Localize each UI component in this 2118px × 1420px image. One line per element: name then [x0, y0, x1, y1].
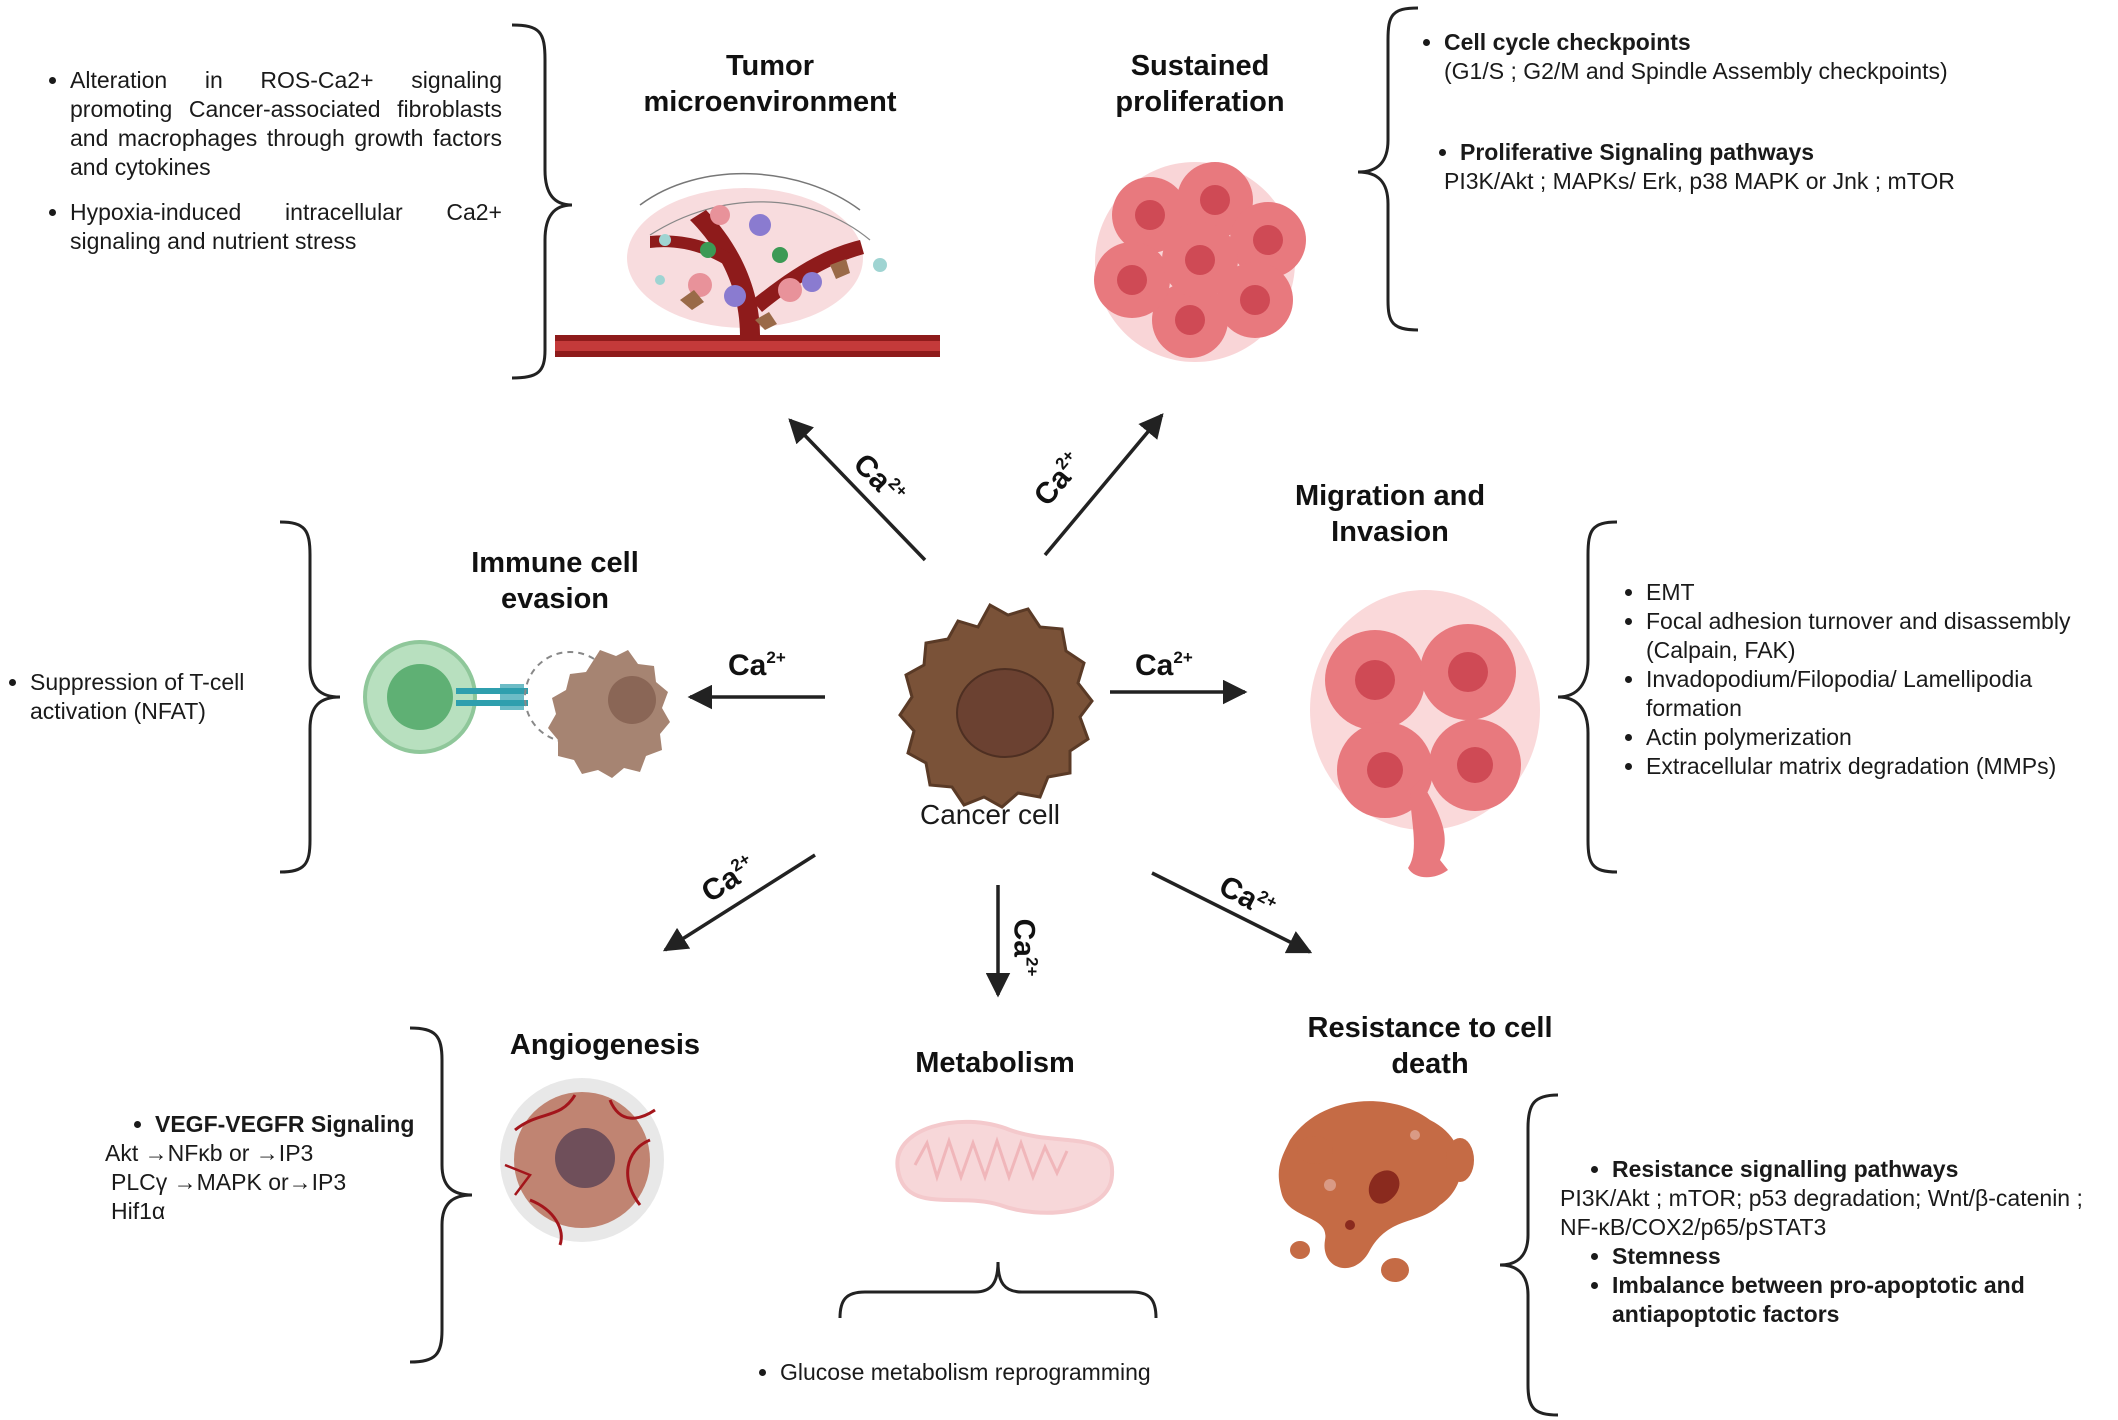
- metabolism-bullet: Glucose metabolism reprogramming: [780, 1358, 1272, 1387]
- migration-title: Migration and Invasion: [1294, 480, 1486, 548]
- resistance-bullet: Imbalance between pro-apoptotic and anti…: [1612, 1271, 2090, 1329]
- arrow-resistance: [1151, 871, 1313, 954]
- migration-bullets: EMT Focal adhesion turnover and disassem…: [1618, 578, 2118, 781]
- proliferating-cells-icon: [1094, 162, 1306, 362]
- arrow-angiogenesis: [662, 853, 816, 952]
- tumor-microenvironment-icon: [555, 173, 940, 357]
- migration-bullet: Extracellular matrix degradation (MMPs): [1646, 752, 2118, 781]
- t-cell-icon: [363, 640, 670, 778]
- angiogenesis-head: VEGF-VEGFR Signaling: [155, 1110, 445, 1139]
- angiogenesis-details: VEGF-VEGFR Signaling Akt →NFκb or →IP3 P…: [105, 1110, 445, 1226]
- dying-cell-icon: [1278, 1101, 1474, 1282]
- resistance-text: PI3K/Akt ; mTOR; p53 degradation; Wnt/β-…: [1560, 1185, 2083, 1240]
- proliferation-item: Cell cycle checkpoints: [1444, 28, 2110, 57]
- braces: [279, 6, 1618, 1417]
- brace-migration: [1557, 520, 1618, 874]
- proliferation-item-text: (G1/S ; G2/M and Spindle Assembly checkp…: [1444, 58, 1948, 84]
- invading-cells-icon: [1310, 590, 1540, 878]
- angiogenic-tumor-icon: [500, 1078, 664, 1246]
- proliferation-item: Proliferative Signaling pathways: [1460, 138, 2110, 167]
- ca-label-immune: Ca2+: [728, 648, 786, 682]
- immune-bullets: Suppression of T-cell activation (NFAT): [2, 668, 292, 726]
- ca-label-migration: Ca2+: [1135, 648, 1193, 682]
- migration-bullet: Actin polymerization: [1646, 723, 2118, 752]
- proliferation-item-text: PI3K/Akt ; MAPKs/ Erk, p38 MAPK or Jnk ;…: [1444, 168, 1955, 194]
- resistance-bullet: Stemness: [1612, 1242, 2090, 1271]
- proliferation-title: Sustained proliferation: [1115, 50, 1285, 118]
- cancer-cell-label: Cancer cell: [919, 799, 1061, 830]
- brace-metabolism: [838, 1261, 1158, 1319]
- metabolism-title: Metabolism: [915, 1047, 1075, 1079]
- arrow-proliferation: [1043, 413, 1164, 557]
- migration-bullet: EMT: [1646, 578, 2118, 607]
- angiogenesis-line: Akt →NFκb or →IP3: [105, 1140, 314, 1166]
- cancer-cell-icon: [898, 602, 1094, 809]
- brace-tumor: [511, 23, 573, 380]
- tumor-bullet: Alteration in ROS-Ca2+ signaling promoti…: [70, 66, 502, 182]
- immune-title: Immune cell evasion: [471, 547, 639, 615]
- brace-angiogenesis: [409, 1026, 473, 1364]
- brace-proliferation: [1357, 6, 1419, 332]
- resistance-title: Resistance to cell death: [1307, 1012, 1553, 1080]
- angiogenesis-line: PLCγ →MAPK or→IP3: [111, 1169, 347, 1195]
- mitochondrion-icon: [895, 1119, 1115, 1215]
- tumor-bullets: Alteration in ROS-Ca2+ signaling promoti…: [42, 66, 502, 256]
- ca-label-metabolism: Ca2+: [1007, 918, 1042, 977]
- brace-resistance: [1499, 1093, 1559, 1417]
- brace-immune: [279, 520, 341, 874]
- calcium-arrows: [662, 413, 1313, 998]
- angiogenesis-title: Angiogenesis: [509, 1029, 701, 1061]
- resistance-head: Resistance signalling pathways: [1612, 1155, 2090, 1184]
- immune-bullet: Suppression of T-cell activation (NFAT): [30, 668, 292, 726]
- resistance-details: Resistance signalling pathways PI3K/Akt …: [1560, 1155, 2090, 1329]
- tumor-bullet: Hypoxia-induced intracellular Ca2+ signa…: [70, 198, 502, 256]
- migration-bullet: Invadopodium/Filopodia/ Lamellipodia for…: [1646, 665, 2118, 723]
- arrow-tumor: [788, 418, 927, 562]
- migration-bullet: Focal adhesion turnover and disassembly …: [1646, 607, 2118, 665]
- metabolism-bullets: Glucose metabolism reprogramming: [752, 1358, 1272, 1387]
- proliferation-items: Cell cycle checkpoints (G1/S ; G2/M and …: [1420, 28, 2110, 196]
- angiogenesis-line: Hif1α: [111, 1198, 166, 1224]
- tumor-title: Tumor microenvironment: [643, 50, 897, 118]
